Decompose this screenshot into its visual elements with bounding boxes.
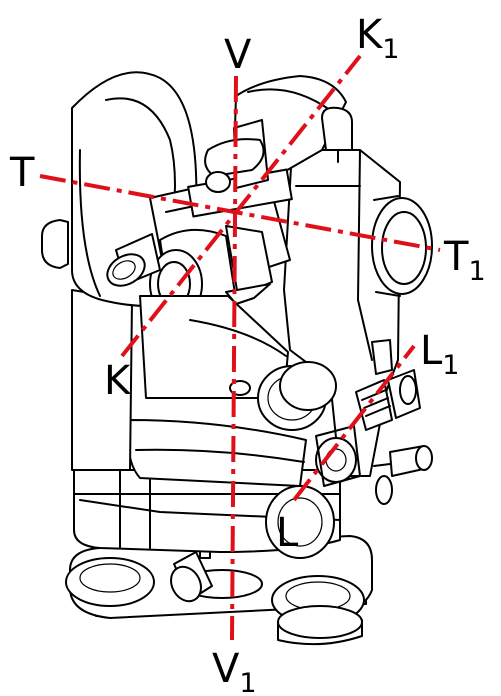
label-l-front: L [276, 510, 299, 556]
micrometer-knob [257, 361, 337, 431]
label-t-left: T [9, 150, 35, 196]
label-v-bottom: V1 [212, 646, 257, 696]
tribrach-clamp [170, 545, 263, 603]
axis-t [39, 174, 441, 252]
label-l-back: L1 [420, 328, 459, 381]
label-k-front: K [104, 358, 132, 404]
left-standard [41, 71, 198, 471]
axis-l [292, 344, 416, 502]
label-t-right: T1 [443, 234, 486, 287]
label-k-back: K1 [356, 12, 399, 65]
focus-knob [106, 233, 161, 287]
axes [39, 54, 441, 641]
tangent-screw [373, 445, 433, 505]
axis-k [120, 54, 362, 358]
level-vial [355, 339, 421, 431]
objective-tube [371, 195, 433, 297]
label-v-top: V [224, 32, 252, 78]
axis-v [230, 75, 238, 641]
axis-labels: V V1 T T1 K K1 L L1 [9, 12, 486, 696]
lower-knob [265, 425, 361, 559]
